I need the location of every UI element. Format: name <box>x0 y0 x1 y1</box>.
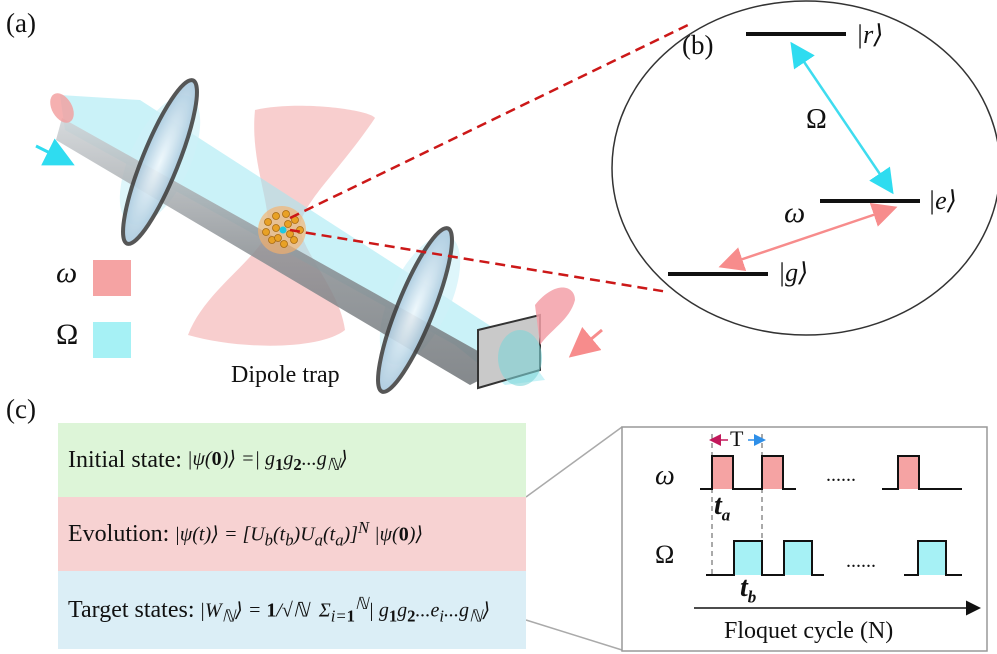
ta-label: ta <box>714 490 731 525</box>
panel-label-c: (c) <box>6 394 36 424</box>
target-states-box: Target states: |Wℕ⟩ = 1/√ℕ Σi=1ℕ| g1g2..… <box>58 571 526 649</box>
dipole-trap-label: Dipole trap <box>231 362 340 388</box>
evolution-label: Evolution: <box>68 520 170 547</box>
panel-label-a: (a) <box>6 8 36 38</box>
floquet-axis-label: Floquet cycle (N) <box>724 618 894 644</box>
target-states-label: Target states: <box>68 596 195 623</box>
omega-transition-label: ω <box>784 196 806 229</box>
lens-left <box>121 78 199 246</box>
omega-transition-arrow <box>718 202 898 272</box>
initial-state-label: Initial state: <box>68 446 182 473</box>
cyan-input-arrow <box>35 138 75 166</box>
period-label: T <box>730 426 744 451</box>
omega-pulse-train <box>700 455 962 490</box>
panel-label-b: (b) <box>682 30 714 60</box>
omega-swatch <box>93 260 131 296</box>
pulse-row-Omega-label: Ω <box>655 540 675 569</box>
level-e-label: |e⟩ <box>928 186 957 215</box>
Omega-transition-label: Ω <box>806 104 827 135</box>
mirror-plate <box>477 287 575 390</box>
level-g-label: |g⟩ <box>778 258 809 287</box>
pulse-row-omega-label: ω <box>655 460 675 491</box>
pink-input-arrow <box>568 326 603 358</box>
initial-state-box: Initial state: |ψ(0)⟩ =| g1g2...gℕ⟩ <box>58 423 526 497</box>
Omega-transition-arrow <box>790 41 894 195</box>
pulse-dots-bottom: ...... <box>846 550 876 572</box>
atom-cloud <box>258 206 306 254</box>
lens-right <box>376 226 454 394</box>
legend-Omega-label: Ω <box>56 318 79 351</box>
zoom-line-top <box>289 23 689 220</box>
pulse-dots-top: ...... <box>826 464 856 486</box>
initial-state-equation: |ψ(0)⟩ =| g1g2...gℕ⟩ <box>181 447 348 474</box>
connector-bottom <box>525 619 623 651</box>
Omega-swatch <box>93 322 131 358</box>
connector-top <box>525 426 623 498</box>
evolution-equation: |ψ(t)⟩ = [Ub(tb)Ua(ta)]N |ψ(0)⟩ <box>169 517 424 550</box>
tb-label: tb <box>740 572 757 607</box>
legend-omega-label: ω <box>56 256 78 289</box>
pulse-panel <box>621 426 988 652</box>
target-states-equation: |Wℕ⟩ = 1/√ℕ Σi=1ℕ| g1g2...ei...gℕ⟩ <box>194 593 491 626</box>
evolution-box: Evolution: |ψ(t)⟩ = [Ub(tb)Ua(ta)]N |ψ(0… <box>58 497 526 571</box>
Omega-pulse-train <box>706 540 962 576</box>
level-r-label: |r⟩ <box>856 20 884 49</box>
